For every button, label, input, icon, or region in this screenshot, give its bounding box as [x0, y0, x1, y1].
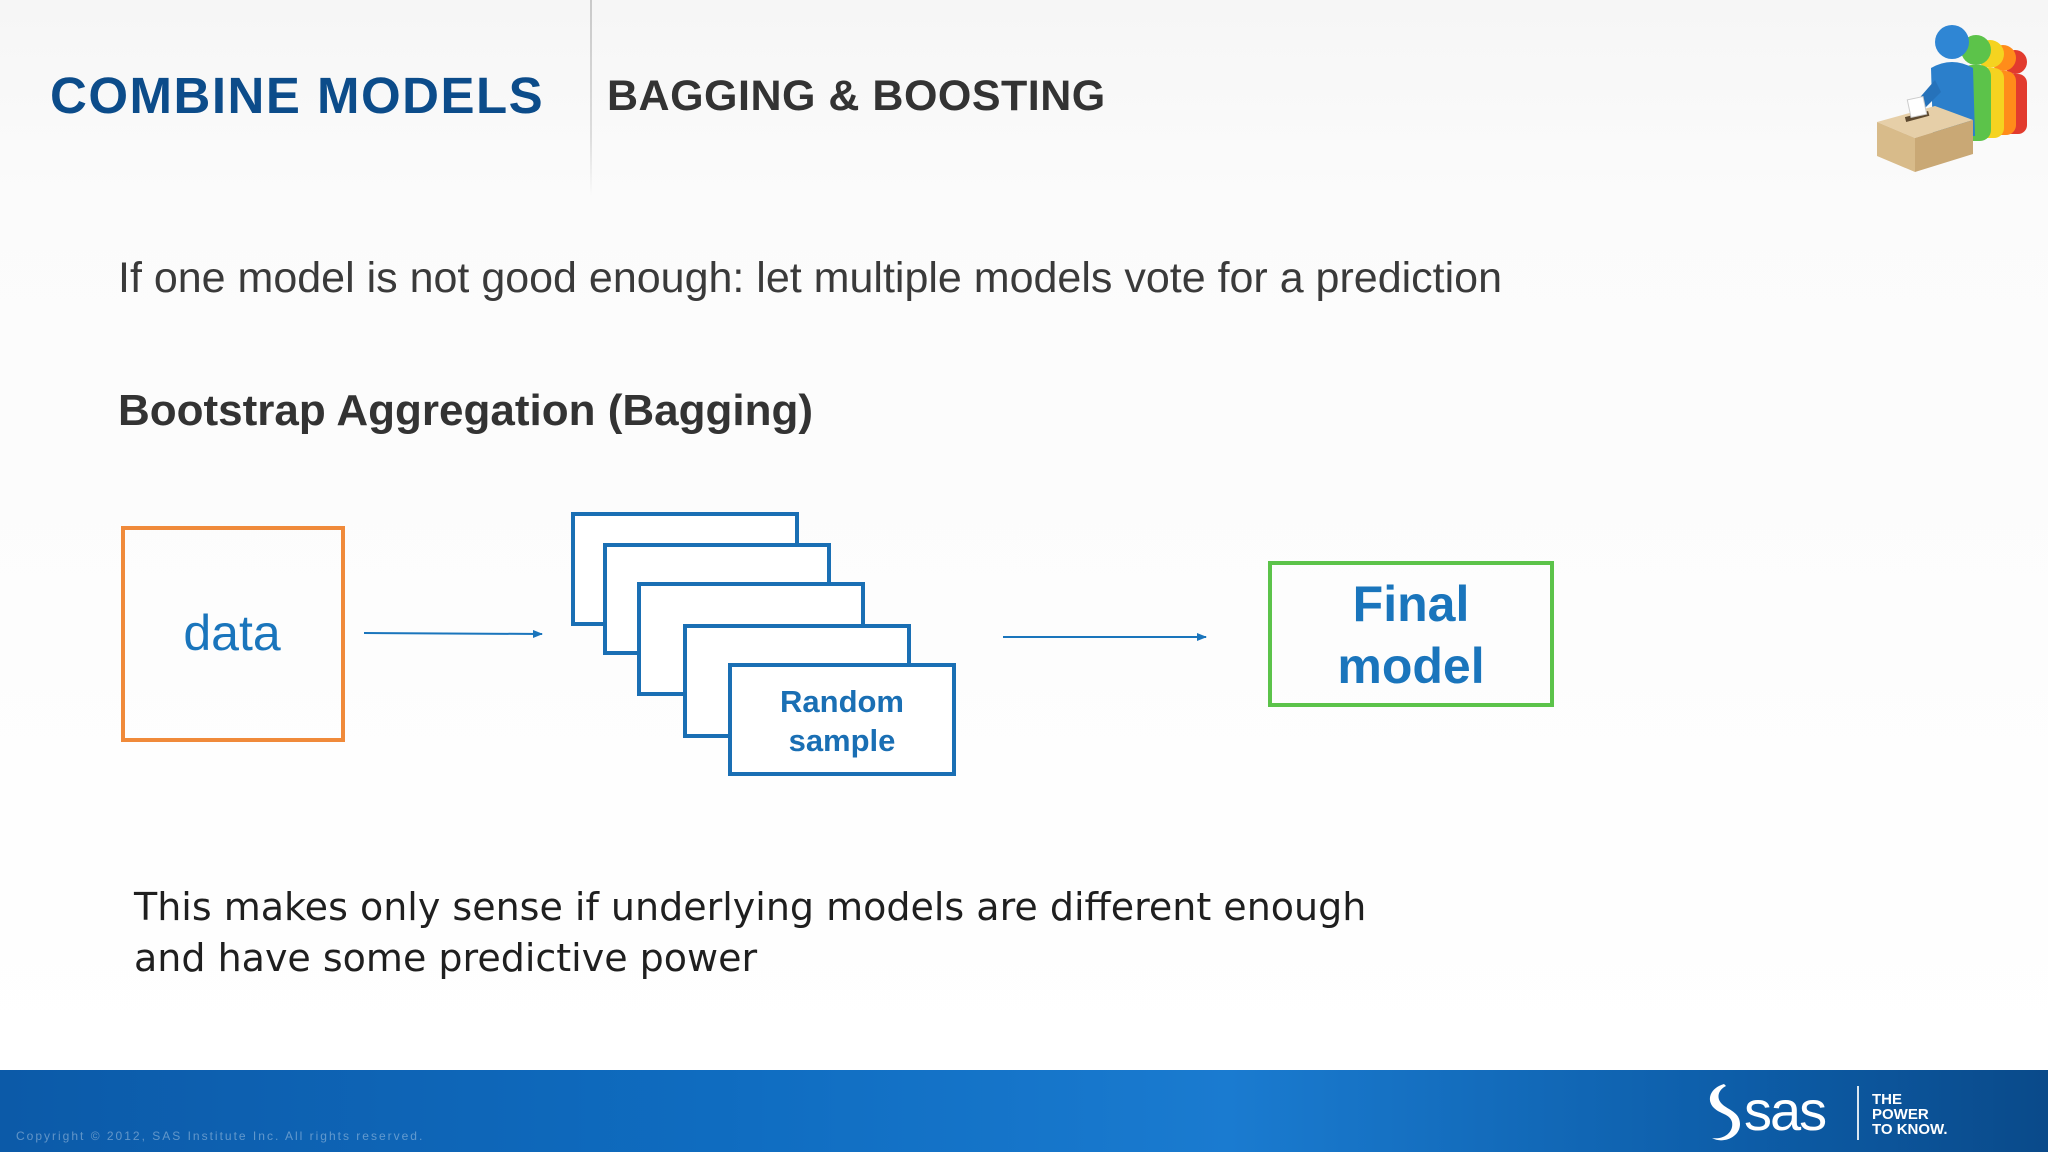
random-sample-label-line1: Random [780, 684, 904, 719]
bagging-note: This makes only sense if underlying mode… [134, 882, 1366, 984]
sas-tagline-line3: TO KNOW. [1872, 1121, 1948, 1138]
voting-figures [1909, 25, 2027, 141]
slide-title: COMBINE MODELS [50, 67, 545, 124]
sas-wordmark: sas [1744, 1079, 1825, 1142]
arrow-data-to-samples [363, 629, 543, 638]
footer-bar [0, 1070, 2048, 1152]
slide-subtitle: BAGGING & BOOSTING [607, 72, 1106, 120]
data-box [121, 526, 345, 742]
sas-tagline-line2: POWER [1872, 1106, 1929, 1123]
intro-statement: If one model is not good enough: let mul… [118, 254, 1502, 302]
final-model-box [1268, 561, 1554, 707]
sas-logo-icon: sas THE POWER TO KNOW. [1709, 1079, 1948, 1142]
title-divider [590, 0, 592, 196]
copyright-notice: Copyright © 2012, SAS Institute Inc. All… [16, 1129, 425, 1143]
random-sample-stack [571, 512, 956, 776]
sas-swoosh-icon [1709, 1084, 1740, 1141]
data-box-label: data [183, 605, 281, 661]
sas-logo-divider [1857, 1086, 1859, 1140]
bagging-note-line2: and have some predictive power [134, 936, 758, 980]
voting-people-ballot-box-icon [1877, 25, 2027, 172]
random-sample-label-line2: sample [788, 723, 896, 758]
ballot-box [1877, 95, 1973, 172]
final-model-label-line1: Final [1352, 576, 1470, 632]
random-sample-label: Random sample [732, 682, 952, 760]
bagging-note-line1: This makes only sense if underlying mode… [134, 885, 1367, 929]
sample-box-5 [728, 663, 956, 776]
sas-tagline-line1: THE [1872, 1091, 1902, 1108]
bagging-diagram [121, 512, 1554, 776]
final-model-label-line2: model [1337, 638, 1485, 694]
final-model-label: Final model [1270, 573, 1552, 697]
section-heading: Bootstrap Aggregation (Bagging) [118, 386, 813, 435]
